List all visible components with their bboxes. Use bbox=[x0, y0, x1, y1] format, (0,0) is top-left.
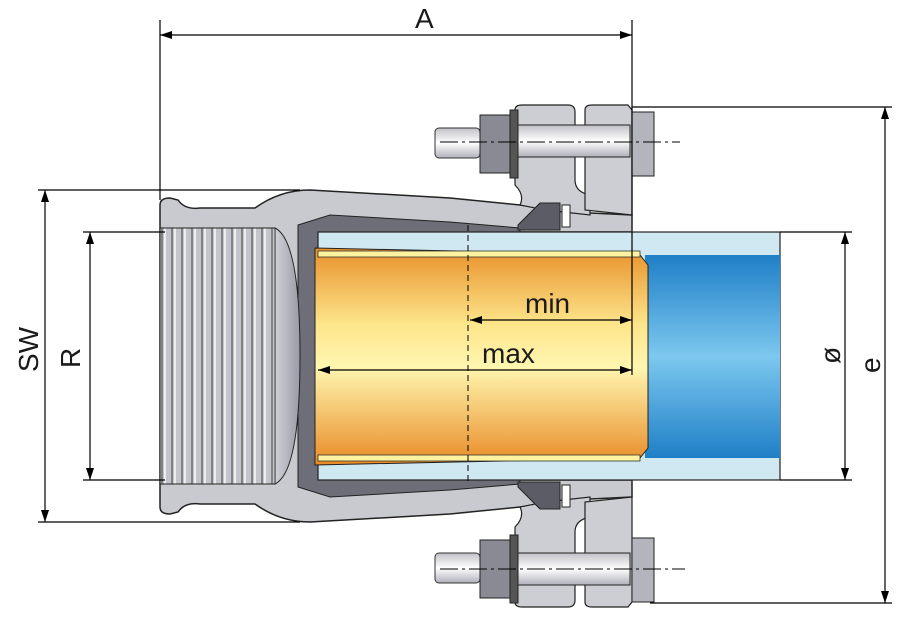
dimension-R bbox=[83, 231, 165, 481]
label-SW: SW bbox=[13, 326, 44, 372]
dimension-diameter bbox=[780, 231, 852, 481]
label-min: min bbox=[525, 288, 570, 319]
label-R: R bbox=[55, 348, 86, 368]
label-max: max bbox=[482, 338, 535, 369]
dimension-min bbox=[470, 232, 633, 375]
insert-lip-top bbox=[317, 250, 641, 258]
clamp-top bbox=[514, 104, 633, 231]
label-diameter: ø bbox=[815, 347, 846, 364]
bolt-bottom bbox=[434, 534, 685, 604]
pipe-bore bbox=[645, 255, 780, 458]
thread bbox=[159, 227, 276, 485]
dimension-SW bbox=[38, 189, 300, 523]
dimension-max bbox=[318, 366, 632, 374]
dimension-e bbox=[632, 106, 892, 604]
clamp-bottom bbox=[514, 481, 633, 608]
bolt-top bbox=[434, 109, 680, 179]
label-e: e bbox=[855, 357, 886, 373]
insert-lip-bottom bbox=[317, 454, 641, 462]
label-A: A bbox=[415, 3, 434, 34]
dimension-A bbox=[159, 20, 633, 215]
thread-transition bbox=[274, 227, 301, 485]
